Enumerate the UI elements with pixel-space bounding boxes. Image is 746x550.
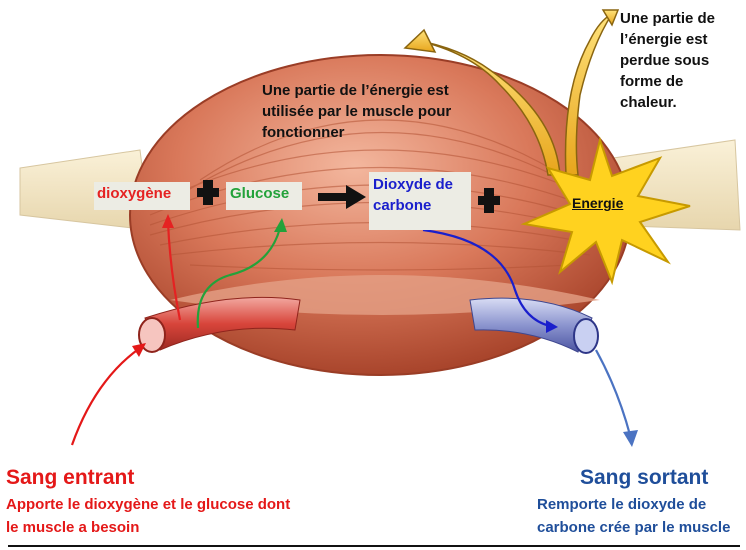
energy-used-label: Une partie de l’énergie est utilisée par…	[262, 80, 492, 143]
glucose-label: Glucose	[230, 185, 289, 202]
blood-out-description: Remporte le dioxyde de carbone crée par …	[537, 493, 746, 539]
blood-in-title: Sang entrant	[6, 466, 134, 490]
blood-out-arrowhead	[623, 430, 638, 447]
blood-out-title: Sang sortant	[580, 466, 708, 490]
dioxygen-label: dioxygène	[97, 185, 171, 202]
blue-vessel-opening	[574, 319, 598, 353]
blood-out-arrow	[596, 350, 630, 435]
energy-lost-label: Une partie de l’énergie est perdue sous …	[620, 8, 730, 113]
blood-in-arrowhead	[132, 343, 146, 357]
energy-label: Energie	[572, 195, 623, 211]
blood-in-description: Apporte le dioxygène et le glucose dont …	[6, 493, 296, 539]
blood-in-arrow	[72, 348, 140, 445]
co2-label: Dioxyde de carbone	[373, 174, 463, 216]
heat-flame-left-head	[405, 30, 435, 52]
